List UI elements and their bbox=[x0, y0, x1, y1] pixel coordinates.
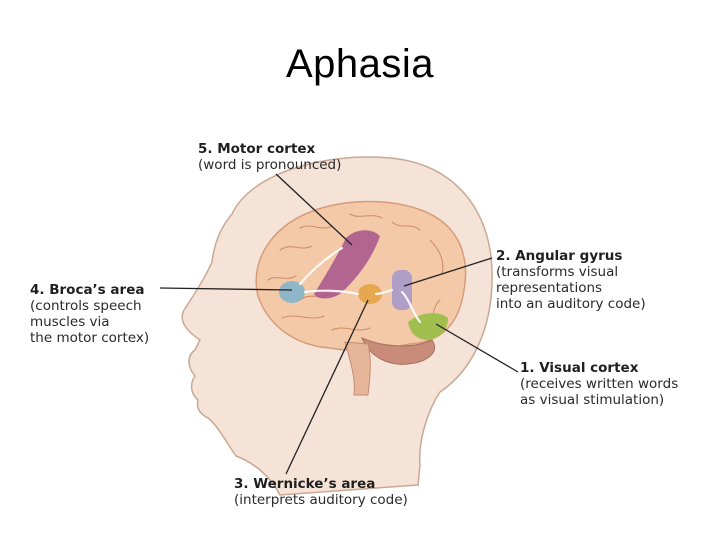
label-visual-cortex: 1. Visual cortex (receives written words… bbox=[520, 360, 678, 408]
label-angular-gyrus: 2. Angular gyrus (transforms visual repr… bbox=[496, 248, 646, 312]
label-wernicke-area-desc: (interprets auditory code) bbox=[234, 492, 408, 508]
label-visual-cortex-heading: 1. Visual cortex bbox=[520, 360, 678, 376]
label-wernicke-area: 3. Wernicke’s area (interprets auditory … bbox=[234, 476, 408, 508]
label-visual-cortex-desc: (receives written words as visual stimul… bbox=[520, 376, 678, 408]
label-broca-area: 4. Broca’s area (controls speech muscles… bbox=[30, 282, 149, 346]
label-broca-area-desc: (controls speech muscles via the motor c… bbox=[30, 298, 149, 346]
label-broca-area-heading: 4. Broca’s area bbox=[30, 282, 149, 298]
label-wernicke-area-heading: 3. Wernicke’s area bbox=[234, 476, 408, 492]
label-motor-cortex-desc: (word is pronounced) bbox=[198, 157, 341, 173]
label-motor-cortex: 5. Motor cortex (word is pronounced) bbox=[198, 141, 341, 173]
label-angular-gyrus-desc: (transforms visual representations into … bbox=[496, 264, 646, 312]
label-motor-cortex-heading: 5. Motor cortex bbox=[198, 141, 341, 157]
label-angular-gyrus-heading: 2. Angular gyrus bbox=[496, 248, 646, 264]
